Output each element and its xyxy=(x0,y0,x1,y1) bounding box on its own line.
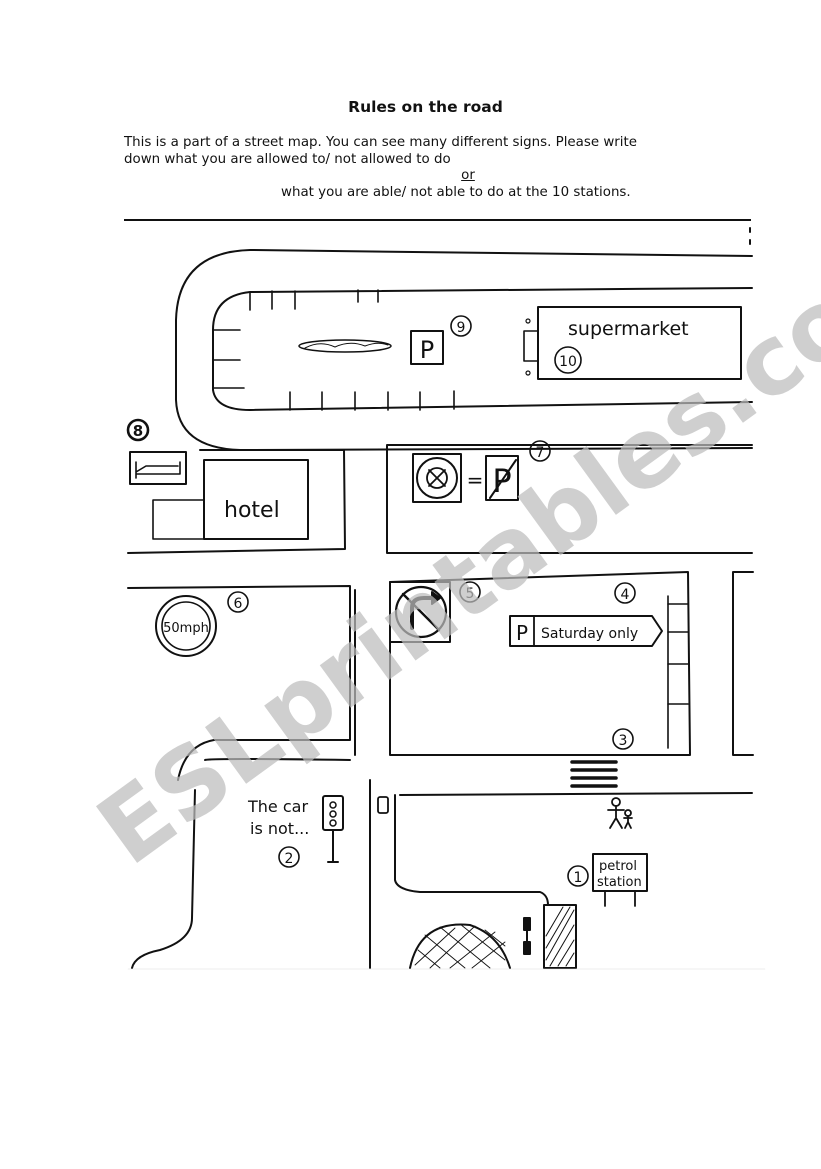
hotel-label: hotel xyxy=(224,498,280,523)
parking-sign-7 xyxy=(485,455,519,501)
station-8: 8 xyxy=(133,422,143,440)
petrol-drive xyxy=(394,794,549,906)
petrol-pump xyxy=(523,917,531,931)
road-edge xyxy=(354,589,371,969)
parking-lot xyxy=(175,249,753,451)
station-1: 1 xyxy=(574,870,583,886)
block-7 xyxy=(386,444,753,554)
instructions-or: or xyxy=(461,168,475,183)
road-edge-lower xyxy=(399,792,753,796)
petrol-pump-island xyxy=(543,904,577,969)
parking-saturday-p: P xyxy=(516,621,528,645)
parking-slash xyxy=(489,459,517,499)
station-2: 2 xyxy=(285,851,294,867)
speed-limit-sign xyxy=(155,595,217,657)
block-6 xyxy=(127,585,351,781)
petrol-pump xyxy=(523,941,531,955)
bed-icon xyxy=(135,461,181,479)
no-right-turn-slash xyxy=(401,592,441,632)
no-right-turn-arrowhead xyxy=(431,591,441,605)
grass-area-hatch xyxy=(414,923,506,969)
no-right-turn-arrow xyxy=(410,596,438,630)
no-stopping-sign-frame xyxy=(412,453,462,503)
pedestrian-icon xyxy=(607,797,633,829)
road-edge-corner xyxy=(204,758,351,761)
traffic-light xyxy=(322,795,344,831)
station-5: 5 xyxy=(466,586,475,602)
no-stopping-inner xyxy=(426,467,448,489)
block-right xyxy=(732,571,754,756)
station-5-circle xyxy=(459,581,481,603)
no-right-turn-sign xyxy=(394,585,448,639)
station-1-circle xyxy=(567,865,589,887)
grass-area xyxy=(409,923,511,969)
hotel-block xyxy=(127,449,346,554)
hotel-sign xyxy=(129,451,187,485)
pedestrian-light xyxy=(377,796,389,814)
station-9: 9 xyxy=(457,320,466,336)
supermarket-label: supermarket xyxy=(568,318,689,340)
car-text-line-1: The car xyxy=(247,797,308,816)
traffic-light-lamp xyxy=(329,801,337,809)
divider xyxy=(124,219,751,221)
traffic-light-lamp xyxy=(329,810,337,818)
station-3: 3 xyxy=(619,733,628,749)
no-right-turn-frame xyxy=(389,581,451,643)
car-text-line-2: is not... xyxy=(250,819,309,838)
tree-island xyxy=(298,339,392,353)
parking-saturday-sign xyxy=(509,615,663,647)
instructions-line-3: what you are able/ not able to do at the… xyxy=(281,184,631,200)
equals-sign: = xyxy=(467,468,484,492)
station-10-circle xyxy=(554,346,582,374)
speed-limit-label: 50mph xyxy=(163,621,209,636)
no-stopping-sign xyxy=(416,457,458,499)
station-4: 4 xyxy=(621,587,630,603)
hotel-annex xyxy=(152,499,205,540)
petrol-sign xyxy=(592,853,648,892)
station-10: 10 xyxy=(559,354,577,370)
left-road xyxy=(131,789,196,969)
station-4-circle xyxy=(614,582,636,604)
zebra-crossing xyxy=(570,760,618,788)
station-6-circle xyxy=(227,591,249,613)
petrol-label-1: petrol xyxy=(599,859,637,874)
station-7: 7 xyxy=(536,445,545,461)
station-7-circle xyxy=(529,440,551,462)
speed-limit-inner xyxy=(161,601,211,651)
traffic-light-lamp xyxy=(329,819,337,827)
side-parking-bays xyxy=(667,595,689,749)
instructions-line-2: down what you are allowed to/ not allowe… xyxy=(124,151,451,167)
station-9-circle xyxy=(450,315,472,337)
parking-letter: P xyxy=(420,336,434,364)
tree-island-hatch xyxy=(304,342,389,349)
petrol-pump-hatch xyxy=(545,906,575,967)
station-8-circle xyxy=(126,418,150,442)
supermarket-post xyxy=(525,318,531,324)
no-stopping-cross xyxy=(428,469,446,487)
parking-sign xyxy=(410,330,444,365)
station-6: 6 xyxy=(234,596,243,612)
page-title: Rules on the road xyxy=(348,98,503,116)
parking-saturday-label: Saturday only xyxy=(541,626,638,642)
supermarket-post xyxy=(525,370,531,376)
station-2-circle xyxy=(278,846,300,868)
instructions: This is a part of a street map. You can … xyxy=(124,135,744,201)
station-3-circle xyxy=(612,728,634,750)
supermarket-entrance xyxy=(523,330,539,362)
instructions-line-1: This is a part of a street map. You can … xyxy=(124,135,638,150)
petrol-label-2: station xyxy=(597,875,642,890)
